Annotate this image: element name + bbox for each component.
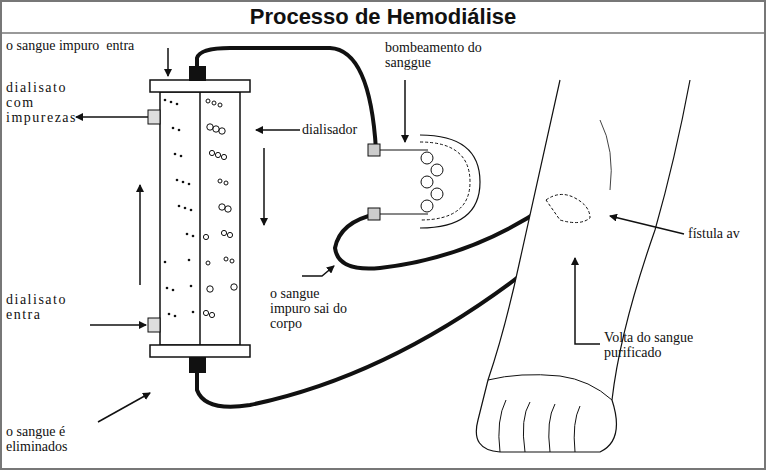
particle-dot — [207, 124, 213, 130]
particle-dot — [219, 204, 225, 210]
particle-dot — [186, 233, 189, 236]
particle-dot — [174, 153, 177, 156]
pump-roller — [431, 188, 443, 200]
pump-roller — [421, 200, 433, 212]
particle-dot — [219, 128, 225, 134]
particle-dot — [227, 232, 232, 237]
particle-dot — [172, 127, 175, 130]
particle-dot — [221, 230, 226, 235]
pump-roller — [421, 176, 433, 188]
particle-dot — [206, 261, 210, 265]
callout-label: bombeamento do sanggue — [385, 40, 495, 70]
particle-dot — [230, 259, 234, 263]
callout-label: o sangue impuro entra — [6, 38, 166, 53]
pump-roller — [431, 164, 443, 176]
particle-dot — [221, 154, 226, 159]
particle-dot — [224, 181, 228, 185]
particle-dot — [206, 99, 210, 103]
callout-label: fístula av — [688, 226, 758, 241]
particle-dot — [188, 259, 191, 262]
callout-label: dialisador — [302, 122, 382, 137]
particle-dot — [170, 101, 173, 104]
particle-dot — [166, 287, 169, 290]
particle-dot — [224, 257, 228, 261]
particle-dot — [192, 311, 195, 314]
particle-dot — [207, 286, 213, 292]
particle-dot — [218, 103, 222, 107]
particle-dot — [203, 234, 208, 239]
particle-dot — [218, 179, 222, 183]
particle-dot — [180, 155, 183, 158]
particle-dot — [178, 129, 181, 132]
particle-dot — [172, 289, 175, 292]
callout-label: o sangue é eliminados — [6, 424, 96, 454]
particle-dot — [231, 284, 237, 290]
particle-dot — [188, 183, 191, 186]
particle-dot — [176, 103, 179, 106]
callout-label: Volta do sangue purificado — [604, 330, 734, 360]
particle-dot — [190, 209, 193, 212]
particle-dot — [174, 315, 177, 318]
particle-dot — [209, 312, 214, 317]
callout-label: dialisato entra — [6, 292, 86, 322]
particle-dot — [209, 150, 214, 155]
particle-dot — [164, 99, 167, 102]
particle-dot — [215, 152, 220, 157]
particle-dot — [176, 179, 179, 182]
particle-dot — [168, 313, 171, 316]
particle-dot — [190, 285, 193, 288]
particle-dot — [203, 310, 208, 315]
particle-dot — [212, 101, 216, 105]
particle-dot — [225, 206, 231, 212]
particle-dot — [213, 126, 219, 132]
particle-dot — [182, 181, 185, 184]
particle-dot — [178, 205, 181, 208]
particle-dot — [184, 207, 187, 210]
callout-label: dialisato com impurezas — [6, 80, 76, 125]
particle-dot — [164, 261, 167, 264]
particle-dot — [192, 235, 195, 238]
pump-roller — [421, 152, 433, 164]
diagram-title: Processo de Hemodiálise — [0, 4, 766, 30]
callout-label: o sangue impuro sai do corpo — [270, 286, 350, 331]
